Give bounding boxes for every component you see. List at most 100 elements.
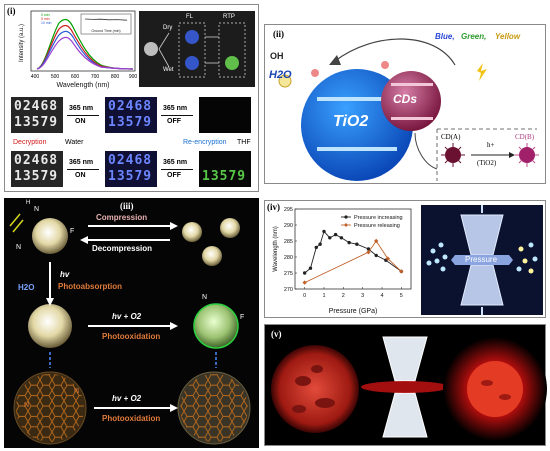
h-plus-label: h+ [487, 141, 495, 149]
atom-n-1: N [34, 206, 40, 213]
x-tick-label-3: 3 [361, 293, 364, 299]
digits-green-box: 13579 [199, 151, 251, 187]
spectrum-plot: Ground Time (min) 0 min 5 min 10 min Int… [19, 10, 138, 89]
series-1-point-0 [399, 269, 404, 274]
diamond-pressure-label: Pressure [465, 255, 498, 264]
digits-bottom-blue: 13579 [108, 115, 153, 130]
arrow-1 [67, 115, 99, 116]
panel-ii: (ii) [264, 24, 546, 184]
chart-ylabel: Wavelength (nm) [273, 226, 279, 271]
x-tick-label-2: 2 [342, 293, 345, 299]
hv-label: hv [60, 270, 70, 279]
y-tick-label-3: 285 [284, 239, 293, 245]
color-yellow-label: Yellow [495, 32, 521, 41]
spectrum-xtick-3: 700 [91, 74, 100, 80]
digits-black-box [199, 97, 251, 133]
legend-marker-0 [344, 215, 348, 219]
panel-v: (v) [264, 324, 547, 446]
cds-label: CDs [393, 92, 418, 106]
cd-a-label: CD(A) [441, 133, 461, 141]
spectrum-xtick-0: 400 [31, 74, 40, 80]
series-0-point-2 [314, 245, 318, 250]
uv-label-3: 365 nm [69, 159, 94, 166]
inset-xlabel: Ground Time (min) [91, 29, 120, 33]
tio2-cds-diagram [278, 38, 539, 181]
cd-a-icon [441, 143, 465, 167]
digits-top-blue: 02468 [108, 99, 153, 114]
digits-bottom-2: 13579 [14, 169, 59, 184]
x-tick-label-1: 1 [322, 293, 325, 299]
off-label-1: OFF [167, 118, 181, 125]
series-0-point-11 [374, 253, 378, 258]
uv-label-4: 365 nm [163, 159, 188, 166]
on-label-2: ON [75, 172, 86, 179]
series-0-point-5 [328, 236, 332, 240]
cd-b-icon [515, 143, 539, 167]
spectrum-xtick-1: 500 [51, 74, 60, 80]
x-tick-label-4: 4 [380, 293, 383, 299]
series-0-point-8 [347, 240, 351, 245]
digits-bottom-green: 13579 [202, 169, 247, 184]
panel-iv-label: (iv) [267, 202, 280, 212]
series-0-point-9 [355, 242, 359, 246]
atom-n-3: N [202, 294, 208, 301]
series-0-point-1 [308, 266, 313, 270]
series-1-point-1 [385, 256, 390, 261]
compression-label: Compression [96, 213, 148, 222]
digits-blue-box-2: 02468 13579 [105, 151, 157, 187]
series-1-point-4 [302, 280, 307, 285]
atom-n-5: N [74, 388, 80, 395]
decryption-label: Decryption [13, 139, 47, 146]
photooxidation-label-2: Photooxidation [102, 414, 161, 423]
digits-bottom: 13579 [14, 115, 59, 130]
y-tick-label-0: 270 [284, 287, 293, 293]
atom-f-3: F [240, 314, 245, 321]
digits-blue-box: 02468 13579 [105, 97, 157, 133]
y-tick-label-4: 290 [284, 223, 293, 229]
photoabsorption-label: Photoabsorption [58, 282, 122, 291]
apple-photo: Dry Wet FL RTP [139, 11, 255, 87]
arrow-3 [67, 169, 99, 170]
legend-label-1: Pressure releasing [354, 223, 400, 229]
series-0-point-3 [318, 242, 322, 246]
panel-iii: (iii) [4, 198, 259, 448]
atom-h-1: H [26, 200, 31, 206]
inset-legend-0: 0 min [41, 13, 50, 17]
on-label-1: ON [75, 118, 86, 125]
series-1-point-3 [366, 250, 371, 255]
tio2-paren-label: (TiO2) [477, 159, 497, 167]
photo-col-fl: FL [186, 14, 194, 20]
atom-f-1: F [70, 228, 75, 235]
arrow-4 [161, 169, 193, 170]
panel-iii-label: (iii) [120, 201, 134, 211]
y-tick-label-1: 275 [284, 271, 293, 277]
arrow-2 [161, 115, 193, 116]
panel-i-label: (i) [7, 6, 16, 16]
chart-plot-area [294, 208, 412, 290]
digits-bottom-blue-2: 13579 [108, 169, 153, 184]
off-label-2: OFF [167, 172, 181, 179]
photooxidation-diagram [9, 213, 251, 445]
digits-dark-box-2: 02468 13579 [11, 151, 63, 187]
spectrum-xtick-4: 800 [111, 74, 120, 80]
legend-label-0: Pressure increasing [354, 215, 403, 221]
series-0-point-7 [339, 236, 344, 240]
color-green-label: Green, [461, 32, 487, 41]
digits-top-blue-2: 02468 [108, 153, 153, 168]
uv-label-1: 365 nm [69, 105, 94, 112]
h2o-label: H2O [269, 69, 292, 81]
inset-legend-1: 5 min [41, 17, 50, 21]
reencryption-label: Re-encryption [183, 139, 227, 146]
photo-row-dry: Dry [163, 25, 173, 31]
thf-label: THF [237, 139, 251, 146]
y-tick-label-2: 280 [284, 255, 293, 261]
inset-legend-2: 10 min [41, 21, 52, 25]
spectrum-xtick-5: 900 [129, 74, 138, 80]
red-emission-image [271, 336, 547, 441]
digits-top-2: 02468 [14, 153, 59, 168]
series-0-point-10 [366, 247, 371, 251]
y-tick-label-5: 295 [284, 207, 293, 213]
hv-o2-label-1: hv + O2 [112, 312, 142, 321]
